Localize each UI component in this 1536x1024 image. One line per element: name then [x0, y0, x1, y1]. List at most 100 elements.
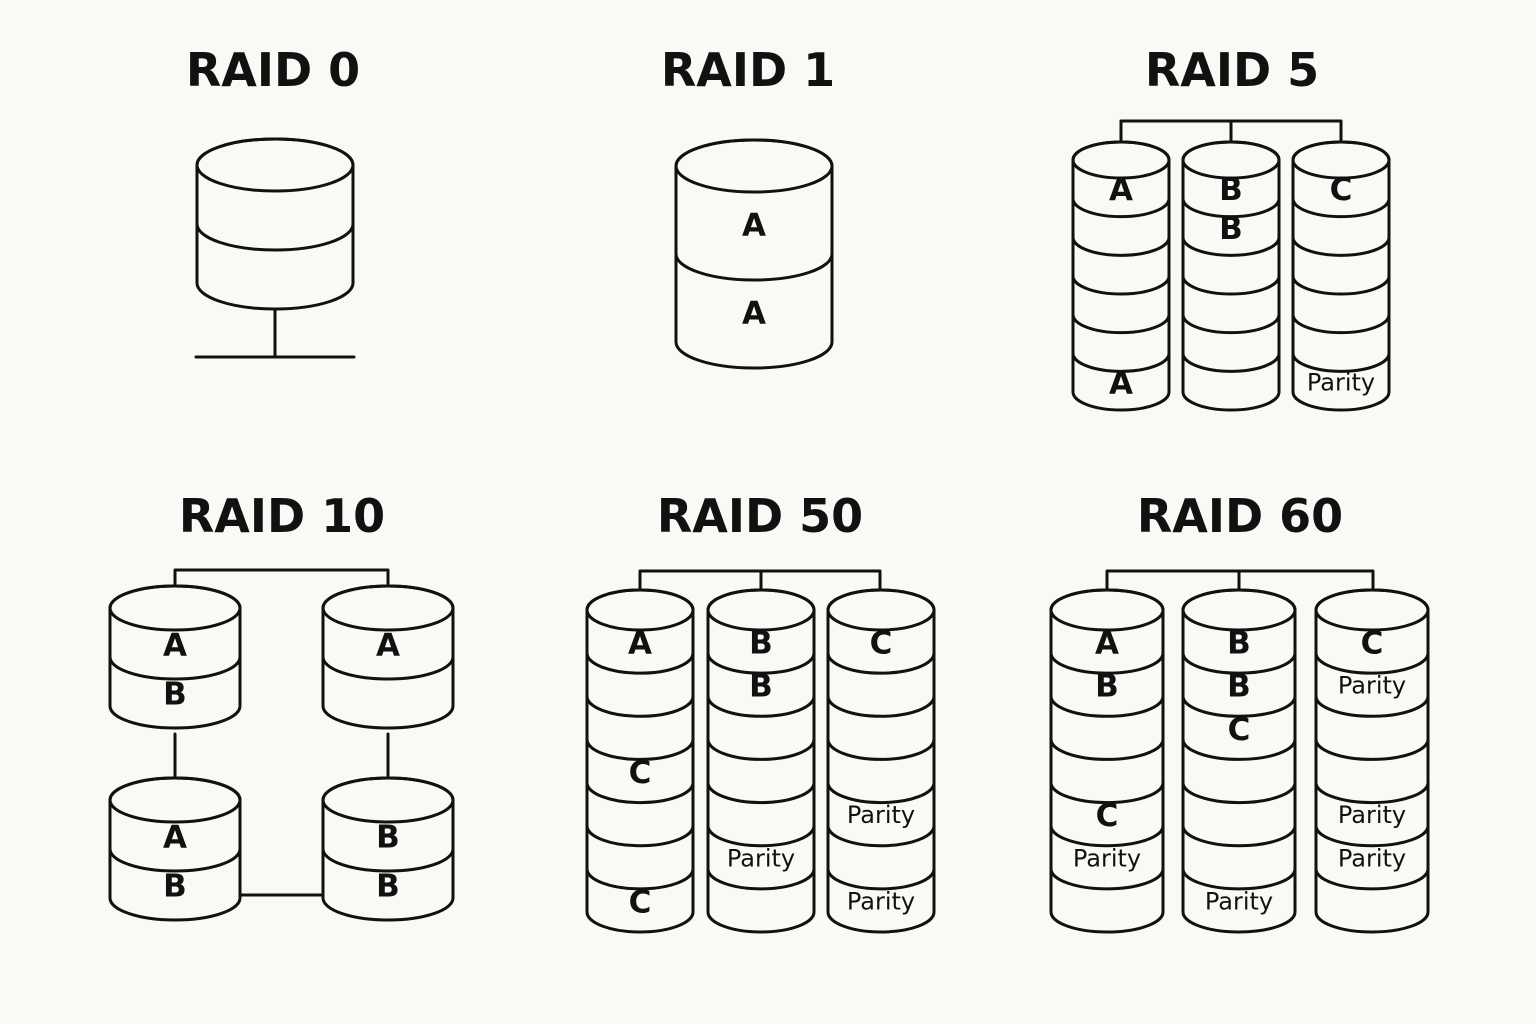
raid50-disk-2-slot-label: B [749, 626, 773, 662]
raid5-title: RAID 5 [1145, 43, 1319, 97]
raid10-disk-2-slot-divider [321, 655, 455, 681]
raid60-disk-3-slot-label: Parity [1338, 844, 1406, 872]
raid60-disk-1-slot-divider [1049, 737, 1165, 761]
raid60-disk-2-slot-label: B [1227, 669, 1251, 705]
raid60-disk-1-slot-label: C [1096, 798, 1119, 834]
raid5-disk-1-slot-label: A [1109, 366, 1133, 402]
raid5-disk-2-slot-label: B [1219, 172, 1243, 208]
raid50-disk-1-slot-divider [585, 824, 695, 848]
raid10-disk-2-slot-label: A [376, 628, 400, 664]
raid5-disk-3-slot-label: Parity [1307, 369, 1375, 397]
raid1-disk: AA [674, 138, 834, 370]
raid60-title: RAID 60 [1137, 489, 1343, 543]
raid50-disk-3-slot-label: Parity [847, 801, 915, 829]
raid10-disk-3-top [108, 776, 242, 824]
raid10-disk-4-slot-divider [321, 847, 455, 873]
raid5-disk-2-top [1181, 140, 1281, 180]
raid5-disk-1-slot-divider [1071, 235, 1171, 257]
raid60-disk-1-slot-label: A [1095, 626, 1119, 662]
raid50-disk-1-top [585, 588, 695, 632]
raid5-disk-2-slot-label: B [1219, 211, 1243, 247]
raid60-disk-1: AB C Parity [1049, 588, 1165, 934]
raid5-disk-1-slot-divider [1071, 313, 1171, 335]
raid50-disk-1-slot-label: A [628, 626, 652, 662]
raid1-disk-cylinder-slot-label: A [742, 207, 766, 243]
raid1-disk-cylinder-body [674, 138, 834, 370]
raid60-disk-2-top [1181, 588, 1297, 632]
raid1-disk-cylinder-slot-divider [674, 252, 834, 282]
raid50-disk-3-slot-divider [826, 694, 936, 718]
raid50-disk-3-slot-divider [826, 824, 936, 848]
raid50-disk-2-slot-label: B [749, 669, 773, 705]
raid60-disk-1-slot-label: B [1095, 669, 1119, 705]
raid50-title: RAID 50 [657, 489, 863, 543]
raid10-disk-1-top [108, 584, 242, 632]
raid60-disk-3-slot-divider [1314, 867, 1430, 891]
raid10-disk-3: AB [108, 776, 242, 922]
raid5-disk-3-slot-divider [1291, 351, 1391, 373]
raid60-disk-2-slot-label: Parity [1205, 887, 1273, 915]
raid5-disk-2-slot-divider [1181, 197, 1281, 219]
raid5-disk-2: BB [1181, 140, 1281, 412]
raid10-disk-1-slot-label: B [163, 677, 187, 713]
raid50-disk-3-slot-divider [826, 737, 936, 761]
raid5-disk-2-slot-divider [1181, 351, 1281, 373]
raid50-disk-3-slot-label: Parity [847, 887, 915, 915]
raid5-disk-3-slot-divider [1291, 197, 1391, 219]
raid5-disk-1-slot-label: A [1109, 172, 1133, 208]
raid10-disk-4: BB [321, 776, 455, 922]
raid60-disk-3-slot-divider [1314, 824, 1430, 848]
raid50-disk-3-top [826, 588, 936, 632]
raid50-disk-3-slot-divider [826, 781, 936, 805]
raid10-disk-2-top [321, 584, 455, 632]
raid10-disk-1-slot-divider [108, 655, 242, 681]
raid50-disk-2-slot-divider [706, 781, 816, 805]
raid60-disk-1-slot-divider [1049, 651, 1165, 675]
raid5-disk-3-top [1291, 140, 1391, 180]
raid50-disk-1-slot-divider [585, 651, 695, 675]
raid1-disk-cylinder-top [674, 138, 834, 194]
raid1-disk-cylinder-slot-label: A [742, 295, 766, 331]
raid60-disk-3-slot-label: Parity [1338, 801, 1406, 829]
raid50-disk-1: ACC [585, 588, 695, 934]
raid10-disk-3-slot-label: A [163, 820, 187, 856]
raid50-disk-2-top [706, 588, 816, 632]
raid10-disk-2: A [321, 584, 455, 730]
raid50-disk-2-slot-divider [706, 867, 816, 891]
raid60-disk-3-slot-divider [1314, 694, 1430, 718]
raid60-disk-2-slot-divider [1181, 781, 1297, 805]
raid0-disk-cylinder-body [195, 137, 355, 311]
raid60-disk-2-slot-label: B [1227, 626, 1251, 662]
raid0-disk-cylinder [195, 137, 355, 311]
raid60-disk-3-slot-divider [1314, 737, 1430, 761]
raid5-disk-2-slot-divider [1181, 313, 1281, 335]
raid60-disk-1-slot-label: Parity [1073, 844, 1141, 872]
raid50-disk-3-slot-divider [826, 651, 936, 675]
raid50-disk-1-slot-divider [585, 737, 695, 761]
raid60-disk-2-slot-divider [1181, 651, 1297, 675]
raid10-disk-4-slot-label: B [376, 869, 400, 905]
raid60-disk-2-slot-divider [1181, 824, 1297, 848]
raid5-disk-1: AA [1071, 140, 1171, 412]
raid50-disk-1-slot-divider [585, 781, 695, 805]
raid60-disk-2-slot-label: C [1228, 712, 1251, 748]
raid10-disk-3-slot-divider [108, 847, 242, 873]
raid5-disk-1-slot-divider [1071, 274, 1171, 296]
raid5-disk-3-slot-divider [1291, 313, 1391, 335]
raid60-disk-3-slot-divider [1314, 781, 1430, 805]
raid50-disk-2-slot-divider [706, 824, 816, 848]
raid10-disk-1-slot-label: A [163, 628, 187, 664]
raid10-disk-4-slot-label: B [376, 820, 400, 856]
raid0-disk-cylinder-top [195, 137, 355, 193]
raid5-disk-2-slot-divider [1181, 274, 1281, 296]
raid1-title: RAID 1 [661, 43, 835, 97]
